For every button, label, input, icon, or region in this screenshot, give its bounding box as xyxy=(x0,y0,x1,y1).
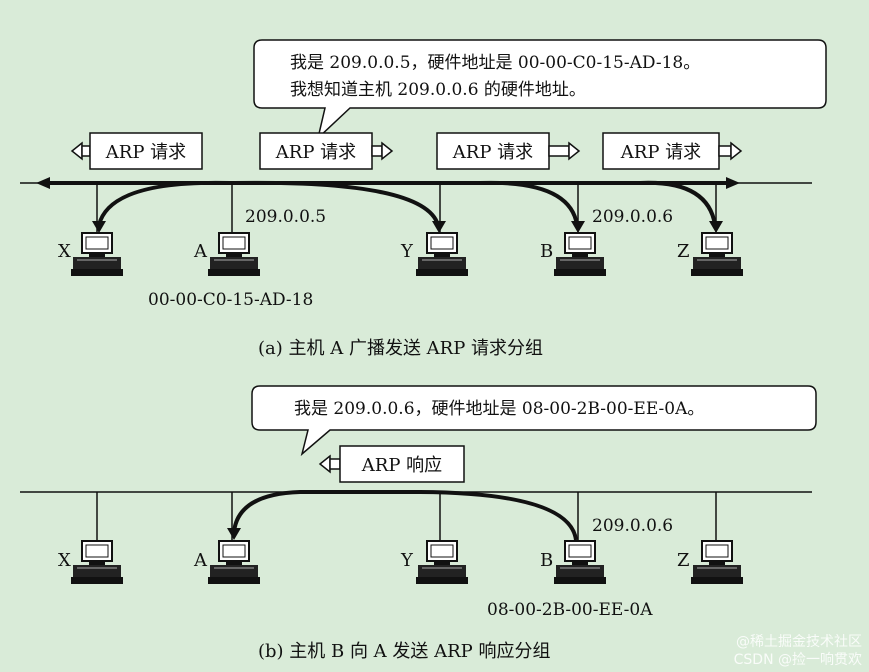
computer-z-icon xyxy=(690,540,744,585)
arp-response-packet: ARP 响应 xyxy=(318,445,465,483)
arrow-down-icon xyxy=(432,221,446,233)
computer-a-icon xyxy=(207,540,261,585)
arrow-down-icon xyxy=(227,528,241,540)
host-label-y: Y xyxy=(400,550,414,571)
bubble-line-1: 我是 209.0.0.5，硬件地址是 00-00-C0-15-AD-18。 xyxy=(290,53,700,73)
computer-z-icon xyxy=(690,232,744,277)
ip-address-b: 209.0.0.6 xyxy=(592,207,673,227)
computer-x-icon xyxy=(70,232,124,277)
bubble-line-2: 我想知道主机 209.0.0.6 的硬件地址。 xyxy=(290,80,586,100)
diagram-a: 我是 209.0.0.5，硬件地址是 00-00-C0-15-AD-18。 我想… xyxy=(20,39,827,359)
host-label-a: A xyxy=(193,241,208,262)
ip-address-b: 209.0.0.6 xyxy=(592,516,673,536)
response-speech-bubble: 我是 209.0.0.6，硬件地址是 08-00-2B-00-EE-0A。 xyxy=(251,385,817,457)
arrow-down-icon xyxy=(92,221,106,233)
computer-x-icon xyxy=(70,540,124,585)
caption-a: (a) 主机 A 广播发送 ARP 请求分组 xyxy=(258,338,543,359)
computer-b-icon xyxy=(553,540,607,585)
bubble-text: 我是 209.0.0.6，硬件地址是 08-00-2B-00-EE-0A。 xyxy=(294,399,704,419)
broadcast-curve-to-b xyxy=(479,180,579,226)
host-label-x: X xyxy=(58,241,71,262)
host-label-z: Z xyxy=(677,550,690,571)
response-path xyxy=(232,490,578,541)
ip-address-a: 209.0.0.5 xyxy=(245,207,326,227)
broadcast-curve-to-y xyxy=(233,180,440,226)
mac-address-b: 08-00-2B-00-EE-0A xyxy=(487,600,653,620)
host-label-z: Z xyxy=(677,241,690,262)
arp-request-packet-4: ARP 请求 xyxy=(602,132,743,170)
computer-a-icon xyxy=(207,232,261,277)
broadcast-curve-to-z xyxy=(639,180,717,226)
computer-y-icon xyxy=(415,232,469,277)
arrow-down-icon xyxy=(709,221,723,233)
broadcast-arrow-left-icon xyxy=(36,177,50,189)
packet-label: ARP 响应 xyxy=(361,455,442,476)
packet-label: ARP 请求 xyxy=(620,142,701,163)
caption-b: (b) 主机 B 向 A 发送 ARP 响应分组 xyxy=(258,641,551,662)
diagram-b: 我是 209.0.0.6，硬件地址是 08-00-2B-00-EE-0A。 AR… xyxy=(20,385,817,662)
request-speech-bubble: 我是 209.0.0.5，硬件地址是 00-00-C0-15-AD-18。 我想… xyxy=(253,39,827,141)
watermark-line-1: @稀土掘金技术社区 xyxy=(736,634,862,650)
host-label-x: X xyxy=(58,550,71,571)
arp-request-packet-left: ARP 请求 xyxy=(70,132,203,170)
host-label-b: B xyxy=(540,241,553,262)
arp-request-packet-2: ARP 请求 xyxy=(259,132,394,170)
host-label-y: Y xyxy=(400,241,414,262)
packet-label: ARP 请求 xyxy=(452,142,533,163)
arrow-down-icon xyxy=(571,221,585,233)
packet-label: ARP 请求 xyxy=(275,142,356,163)
broadcast-arrow-right-icon xyxy=(726,177,740,189)
arp-request-packet-3: ARP 请求 xyxy=(436,132,581,170)
watermark-line-2: CSDN @捡一响贯欢 xyxy=(734,651,862,668)
broadcast-curve-to-x xyxy=(97,180,231,226)
computer-b-icon xyxy=(553,232,607,277)
packet-label: ARP 请求 xyxy=(105,142,186,163)
host-label-a: A xyxy=(193,550,208,571)
mac-address-a: 00-00-C0-15-AD-18 xyxy=(148,290,313,310)
computer-y-icon xyxy=(415,540,469,585)
host-label-b: B xyxy=(540,550,553,571)
